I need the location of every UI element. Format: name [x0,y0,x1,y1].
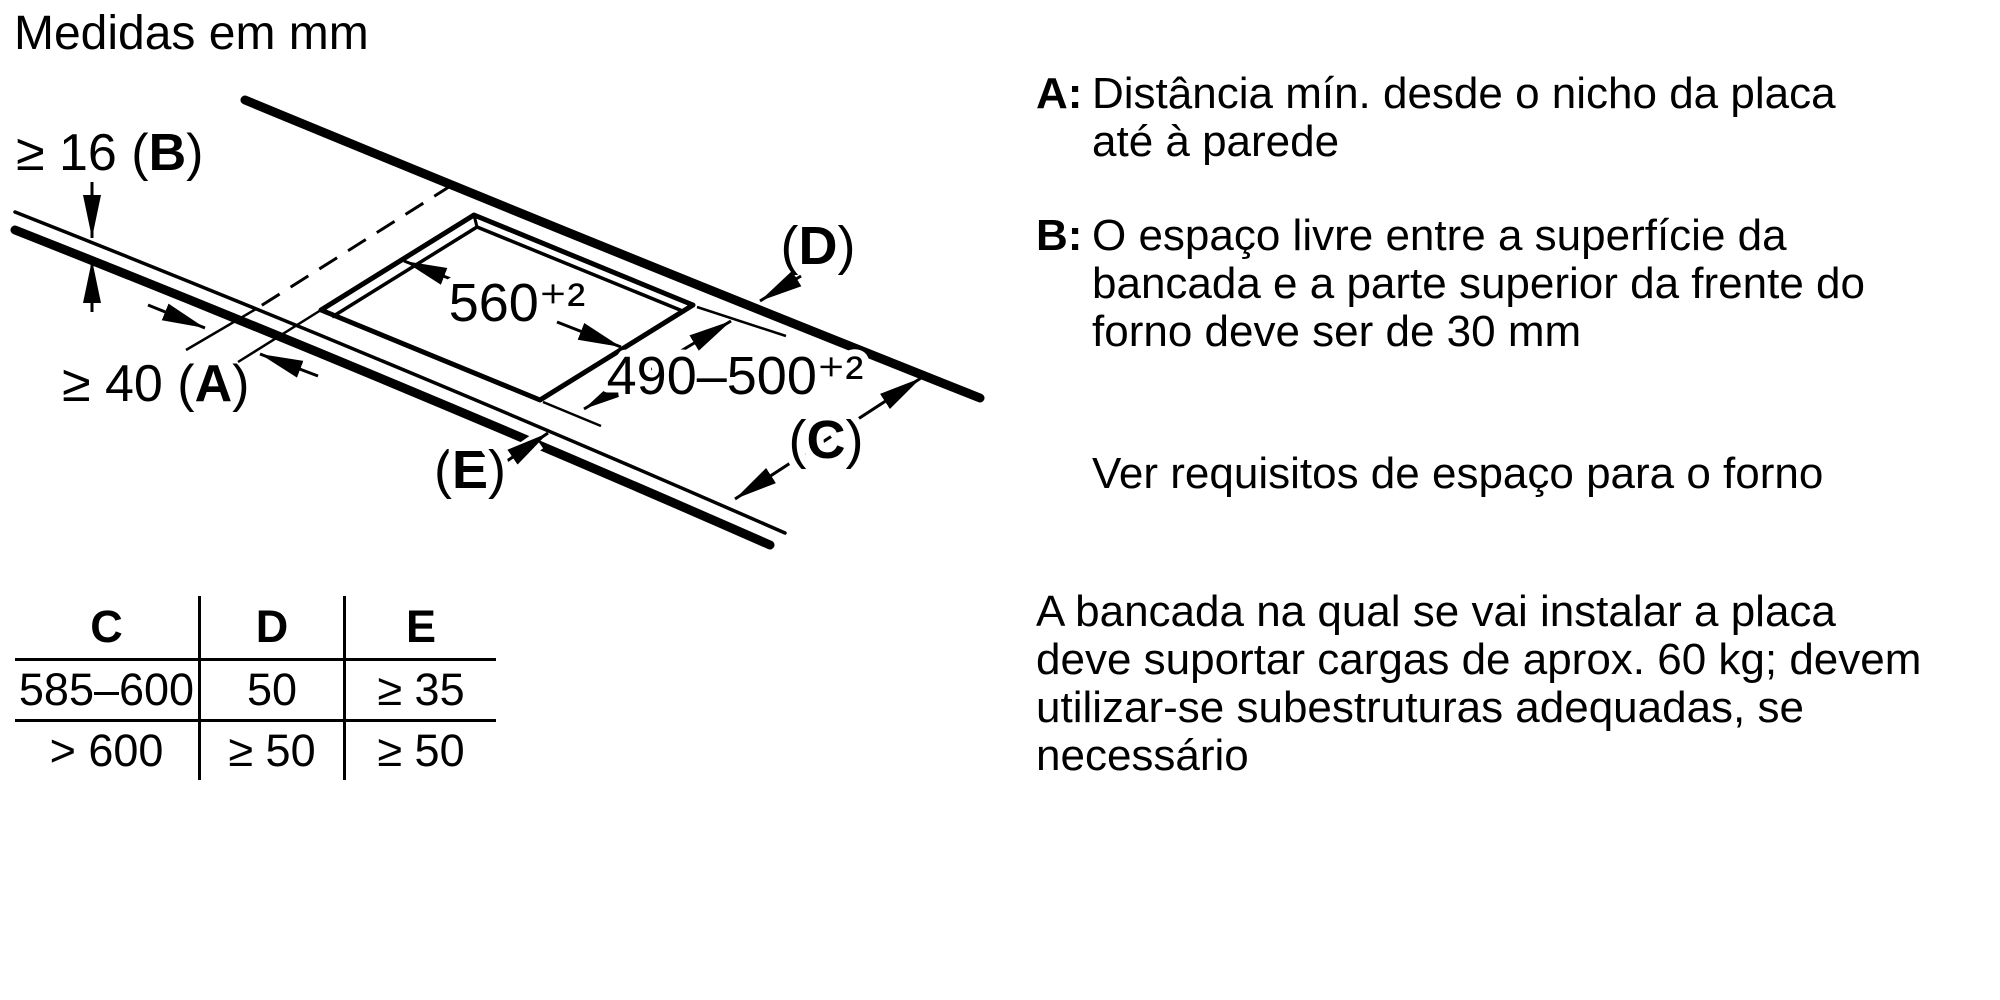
table-row: 585–600 50 ≥ 35 [15,659,496,722]
side-wall-front-line [185,307,257,352]
depth-extension-line-front [542,400,602,428]
side-wall-dashed-line [255,183,453,311]
load-footnote: A bancada na qual se vai instalar a plac… [1036,587,1922,780]
note-b-label: B: [1036,211,1083,260]
table-header-e: E [344,596,496,661]
note-a: A: Distância mín. desde o nicho da placa… [1036,70,1996,166]
note-oven-space-label [1036,450,1092,498]
installation-diagram: ≥ 16 (B) ≥ 40 (A) 560⁺² 490–500⁺² (D) (C… [10,95,985,550]
cutout-width-dim-label: 560⁺² [449,273,586,333]
note-a-label: A: [1036,69,1083,118]
cutout-width-arrow-left [403,259,465,286]
wall-dist-arrow-right [259,352,319,378]
table-cell: 585–600 [15,659,201,722]
wall-dist-arrow-left [147,303,206,330]
counter-depth-dim-line [734,376,922,501]
depth-extension-line-right [696,305,787,338]
back-clearance-label: (D) [781,216,856,276]
cutout-depth-dim-line [583,319,732,411]
note-oven-space: Ver requisitos de espaço para o forno [1036,450,1996,498]
front-clearance-arrow [503,431,549,465]
table-row: > 600 ≥ 50 ≥ 50 [15,720,496,780]
counter-front-top-line [13,210,787,535]
back-wall-edge-line [240,95,985,403]
table-header-d: D [199,596,346,661]
note-b-text: O espaço livre entre a superfície da ban… [1092,211,1865,356]
clearance-table: C D E 585–600 50 ≥ 35 > 600 ≥ 50 ≥ 50 [15,596,496,780]
table-cell: ≥ 50 [199,720,346,780]
table-cell: 50 [199,659,346,722]
cutout-outline [318,212,696,403]
table-cell: ≥ 50 [377,725,465,776]
counter-front-bottom-line [10,225,775,550]
note-oven-space-text: Ver requisitos de espaço para o forno [1092,449,1824,498]
thickness-dim-label: ≥ 16 (B) [16,124,203,182]
table-cell: > 600 [15,720,201,780]
cutout-corner-tick [472,214,479,228]
wall-dist-dim-label: ≥ 40 (A) [62,355,249,413]
back-clearance-arrow [759,270,802,303]
table-header-row: C D E [15,596,496,661]
front-clearance-label: (E) [434,440,506,500]
counter-depth-label: (C) [789,410,864,470]
table-header-c: C [15,596,201,661]
cutout-edge-extension-line [237,308,322,364]
note-a-text: Distância mín. desde o nicho da placa at… [1092,69,1836,166]
table-cell: ≥ 35 [344,659,496,722]
cutout-depth-dim-label: 490–500⁺² [607,346,864,406]
note-b: B: O espaço livre entre a superfície da … [1036,212,1996,356]
page-title: Medidas em mm [14,7,369,60]
